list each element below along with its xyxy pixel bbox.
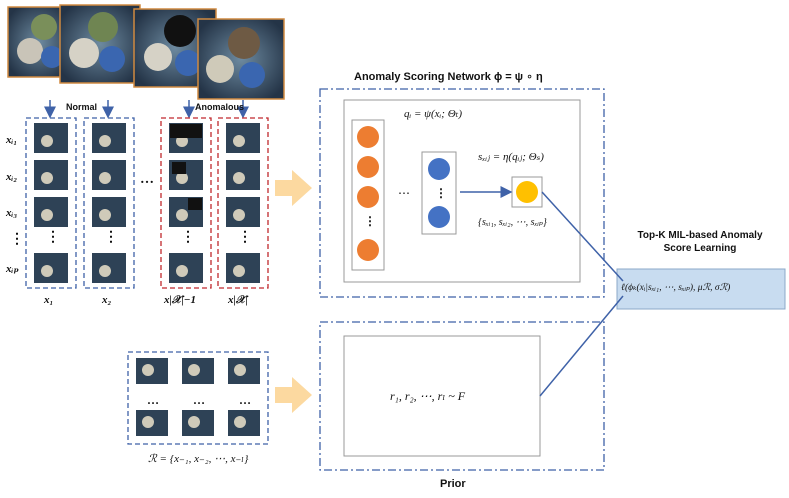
- anomalous-label: Anomalous: [195, 102, 245, 112]
- bag4-vdots: ⋮: [238, 230, 252, 245]
- topk-title: Top-K MIL-based Anomaly Score Learning: [630, 229, 770, 255]
- instance-label-1: xᵢ₁: [6, 134, 18, 146]
- instance-label-p: xᵢₚ: [6, 263, 19, 275]
- bag-label-4: x|𝒳|: [228, 294, 248, 306]
- bag3-vdots: ⋮: [181, 230, 195, 245]
- bag-box-1: [25, 117, 77, 289]
- ref-dots-3: …: [239, 393, 251, 407]
- bag-box-3: [160, 117, 212, 289]
- bags-ellipsis: …: [140, 172, 154, 187]
- orange-node-3: [357, 186, 379, 208]
- scoring-network-title: Anomaly Scoring Network ϕ = ψ ∘ η: [354, 71, 543, 83]
- orange-node-1: [357, 126, 379, 148]
- orange-vdots: ⋮: [364, 214, 376, 228]
- photo-normal-2: [59, 4, 141, 84]
- topk-line-1: Top-K MIL-based Anomaly: [637, 230, 763, 241]
- bag-label-3: x|𝒳|−1: [164, 294, 196, 306]
- s-set: {sₓᵢ₁, sₓᵢ₂, ⋯, sₓᵢₚ}: [478, 217, 547, 228]
- prior-formula: r₁, r₂, ⋯, rₗ ~ F: [390, 389, 466, 403]
- orange-layer-box: [351, 119, 385, 271]
- prior-title: Prior: [440, 478, 466, 490]
- bag1-vdots: ⋮: [46, 230, 60, 245]
- blue-vdots: ⋮: [435, 186, 447, 200]
- prior-box: [319, 321, 605, 471]
- instance-label-2: xᵢ₂: [6, 171, 18, 183]
- loss-formula: ℓ(ϕₖ(xᵢ|sₓᵢ₁, ⋯, sₓᵢₚ), μℛ, σℛ): [621, 283, 731, 293]
- bag-label-2: x₂: [102, 294, 112, 306]
- ref-dots-1: …: [147, 393, 159, 407]
- scoring-network-box: [319, 88, 605, 298]
- normal-label: Normal: [66, 102, 98, 112]
- loss-box: [616, 268, 786, 310]
- bag-box-2: [83, 117, 135, 289]
- instance-vdots: ⋮: [10, 232, 24, 247]
- reference-set-box: [127, 351, 269, 445]
- q-formula: qᵢ = ψ(xᵢ; Θₜ): [404, 108, 463, 120]
- bag-box-4: [217, 117, 269, 289]
- reference-set-label: ℛ = {x₋₁, x₋₂, ⋯, x₋ₗ}: [148, 453, 249, 465]
- cable-photos: [7, 4, 285, 100]
- ref-dots-2: …: [193, 393, 205, 407]
- score-to-loss-line: [541, 191, 624, 282]
- orange-node-4: [357, 239, 379, 261]
- block-arrow-bottom: [275, 377, 312, 413]
- orange-node-2: [357, 156, 379, 178]
- s-formula: sₓᵢⱼ = η(qᵢⱼ; Θₛ): [478, 151, 544, 163]
- instance-label-3: xᵢ₃: [6, 207, 18, 219]
- bag2-vdots: ⋮: [104, 230, 118, 245]
- blue-node-2: [428, 206, 450, 228]
- layer-ellipsis: ⋯: [398, 186, 410, 200]
- yellow-output-node: [516, 181, 538, 203]
- prior-to-loss-line: [539, 295, 624, 397]
- bag-label-1: x₁: [44, 294, 54, 306]
- blue-node-1: [428, 158, 450, 180]
- block-arrow-top: [275, 170, 312, 206]
- photo-anomalous-2: [197, 18, 285, 100]
- topk-line-2: Score Learning: [663, 243, 737, 254]
- scoring-inner-panel: [343, 99, 581, 283]
- input-photo-stack: [7, 4, 288, 100]
- blue-layer-box: [421, 151, 457, 235]
